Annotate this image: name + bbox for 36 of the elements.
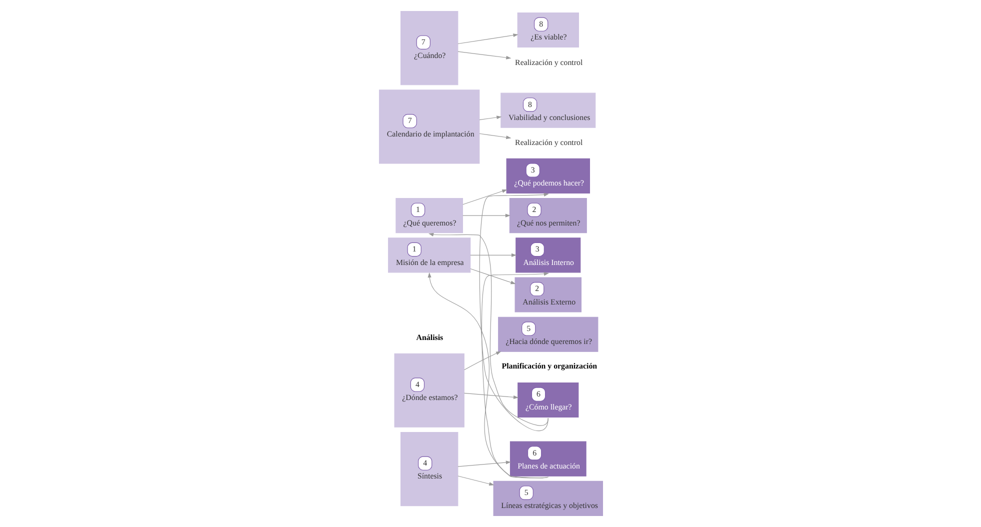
arrow <box>470 253 516 257</box>
node-box: 3 Análisis Interno <box>515 238 580 273</box>
label: Planificación y organización <box>501 362 597 371</box>
arrow <box>457 460 511 467</box>
node-box: 6 ¿Cómo llegar? <box>517 382 578 418</box>
arrow <box>457 51 511 60</box>
node-box: 3 ¿Qué podemos hacer? <box>506 158 590 194</box>
arrow <box>462 214 510 218</box>
arrow <box>428 232 548 426</box>
node-box: 2 ¿Qué nos permiten? <box>508 198 586 234</box>
arrow <box>480 272 548 478</box>
arrow <box>457 476 494 486</box>
node-box: 8 Viabilidad y conclusiones <box>500 92 596 128</box>
arrow <box>463 351 501 370</box>
node-box: 6 Planes de actuación <box>509 441 586 476</box>
node-box: 8 ¿Es viable? <box>516 12 578 48</box>
node-box: 7 Calendario de implantación <box>378 90 480 164</box>
node-box: 1 Misión de la empresa <box>388 238 470 273</box>
node-box: 7 ¿Cuándo? <box>400 11 458 86</box>
arrow <box>463 392 518 399</box>
arrow <box>457 33 518 44</box>
label: Análisis <box>416 332 443 342</box>
node-box: 4 Síntesis <box>400 432 458 506</box>
arrow <box>478 116 502 120</box>
arrow <box>478 133 511 140</box>
arrow <box>470 268 516 284</box>
node-text: Realización y control <box>514 58 582 67</box>
arrow <box>427 272 548 478</box>
node-text: Realización y control <box>514 138 582 148</box>
node-box: 2 Análisis Externo <box>514 277 582 312</box>
arrow <box>462 189 507 205</box>
node-box: 5 Líneas estratégicas y objetivos <box>492 480 603 516</box>
node-box: 4 ¿Dónde estamos? <box>394 353 464 428</box>
node-box: 5 ¿Hacia dónde queremos ir? <box>498 316 598 352</box>
node-box: 1 ¿Qué queremos? <box>395 198 462 234</box>
arrow <box>478 192 548 431</box>
